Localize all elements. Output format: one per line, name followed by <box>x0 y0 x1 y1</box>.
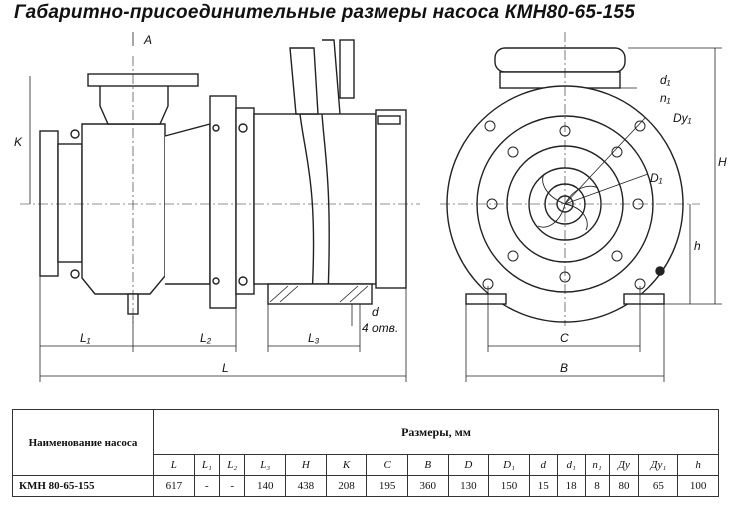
label-holes: 4 отв. <box>362 321 398 335</box>
dimensions-table: Наименование насоса Размеры, мм L L₁ L₂ … <box>12 409 719 497</box>
col-header: d <box>528 454 558 476</box>
col-header: d₁ <box>556 454 586 476</box>
label-h-small: h <box>694 239 701 253</box>
label-l1: L₁ <box>80 331 91 345</box>
table-cell: - <box>219 475 246 497</box>
symbols-row: L L₁ L₂ L₃ H K C B D D₁ d d₁ n₁ Ду Ду₁ h <box>13 454 719 476</box>
table-cell: 65 <box>638 475 679 497</box>
table-cell: 438 <box>285 475 327 497</box>
label-h-big: H <box>718 155 727 169</box>
table-cell: 18 <box>556 475 586 497</box>
col-header: L <box>153 454 195 476</box>
table-cell: 80 <box>608 475 640 497</box>
table-cell: 208 <box>325 475 368 497</box>
col-header: D₁ <box>488 454 530 476</box>
label-d: d <box>372 305 379 319</box>
label-l: L <box>222 361 229 375</box>
label-l3: L₃ <box>308 331 320 345</box>
dims-header: Размеры, мм <box>153 409 719 455</box>
side-view <box>20 32 420 382</box>
table-cell: 8 <box>584 475 610 497</box>
col-header: Ду <box>608 454 640 476</box>
table-cell: 15 <box>528 475 558 497</box>
col-header: K <box>325 454 368 476</box>
table-cell: 360 <box>406 475 449 497</box>
table-cell: 130 <box>447 475 490 497</box>
col-header: h <box>677 454 719 476</box>
label-k: K <box>14 135 23 149</box>
table-cell: 100 <box>677 475 719 497</box>
col-header: L₁ <box>193 454 221 476</box>
label-dy1: Dy₁ <box>673 111 692 125</box>
table-row: КМН 80-65-155 617 - - 140 438 208 195 36… <box>12 475 719 497</box>
table-cell: - <box>193 475 221 497</box>
label-n1: n₁ <box>660 91 671 105</box>
label-b: B <box>560 361 568 375</box>
col-header: Ду₁ <box>638 454 679 476</box>
col-header: n₁ <box>584 454 610 476</box>
front-view <box>440 32 722 382</box>
col-header: D <box>447 454 490 476</box>
table-cell: 195 <box>366 475 408 497</box>
col-header: H <box>285 454 327 476</box>
col-header: L₂ <box>219 454 246 476</box>
label-d1-big: D₁ <box>650 171 663 185</box>
label-c: C <box>560 331 569 345</box>
label-l2: L₂ <box>200 331 212 345</box>
table-cell: 140 <box>244 475 287 497</box>
col-header: C <box>366 454 408 476</box>
pump-drawing: A K L₁ L₂ L₃ L d 4 отв. d₁ n₁ Dy₁ D₁ H h… <box>14 32 727 382</box>
table-cell: 617 <box>153 475 195 497</box>
col-header: B <box>406 454 449 476</box>
model-name: КМН 80-65-155 <box>12 475 154 497</box>
name-header: Наименование насоса <box>12 409 154 476</box>
table-cell: 150 <box>488 475 530 497</box>
drawing-title: Габаритно-присоединительные размеры насо… <box>14 2 635 23</box>
col-header: L₃ <box>244 454 287 476</box>
label-a: A <box>143 33 152 47</box>
label-d1: d₁ <box>660 73 671 87</box>
